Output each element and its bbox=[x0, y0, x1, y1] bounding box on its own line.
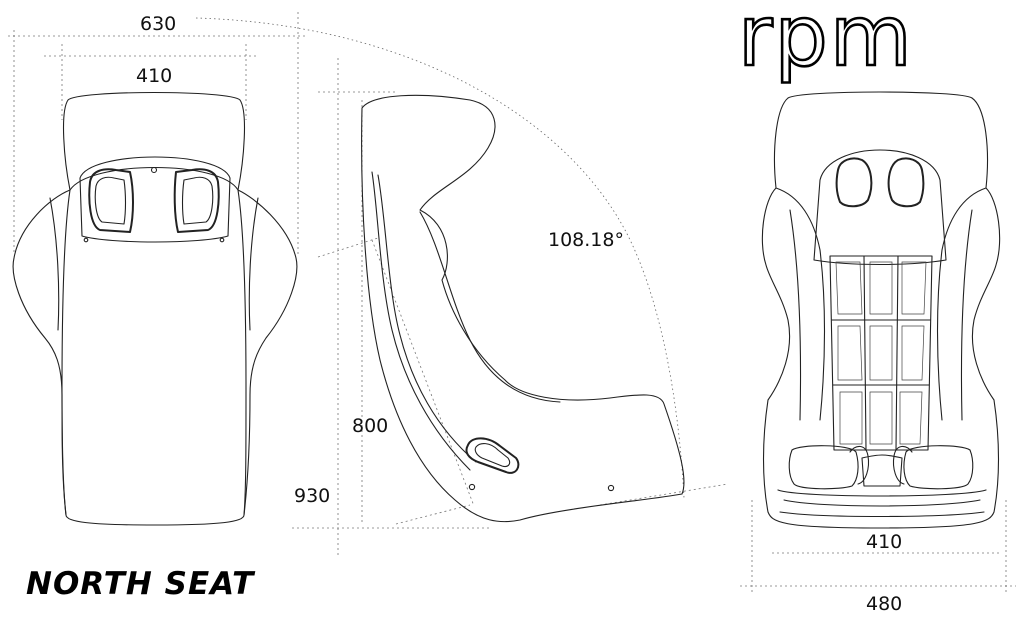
front-three-quarter-view: 410 480 bbox=[740, 91, 1016, 615]
side-view: 108.18° 800 930 bbox=[195, 17, 729, 556]
recline-angle-label: 108.18° bbox=[548, 229, 624, 251]
brand-logo: rpm bbox=[738, 0, 914, 85]
front-view: 630 410 bbox=[8, 12, 308, 526]
overall-height-label: 930 bbox=[294, 485, 330, 507]
overall-width-label: 630 bbox=[140, 13, 176, 35]
model-name: NORTH SEAT bbox=[26, 566, 256, 602]
base-width-label: 480 bbox=[866, 593, 902, 615]
inner-width-label: 410 bbox=[136, 65, 172, 87]
cushion-width-label: 410 bbox=[866, 531, 902, 553]
back-height-label: 800 bbox=[352, 415, 388, 437]
